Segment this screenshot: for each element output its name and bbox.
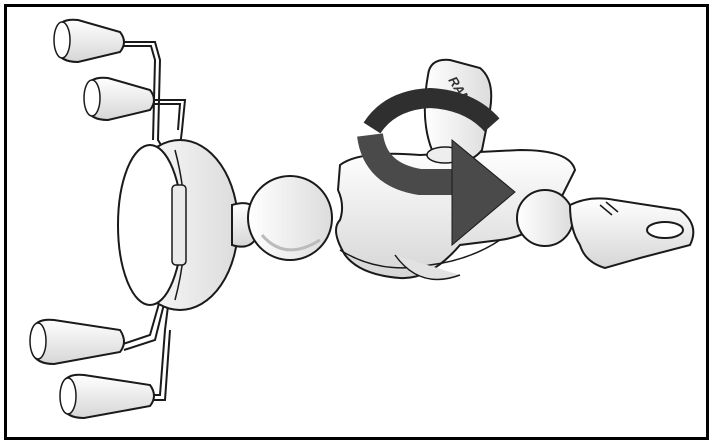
finger-cap-upper-left (84, 78, 154, 120)
socket-ball (517, 190, 573, 246)
finger-cap-lower-left (30, 320, 124, 364)
ball-joint (232, 176, 332, 260)
mounting-tab (570, 198, 693, 268)
finger-cap-bottom-left (60, 375, 154, 418)
finger-cap-top-left (54, 20, 124, 62)
x-grip-cradle (118, 140, 238, 310)
